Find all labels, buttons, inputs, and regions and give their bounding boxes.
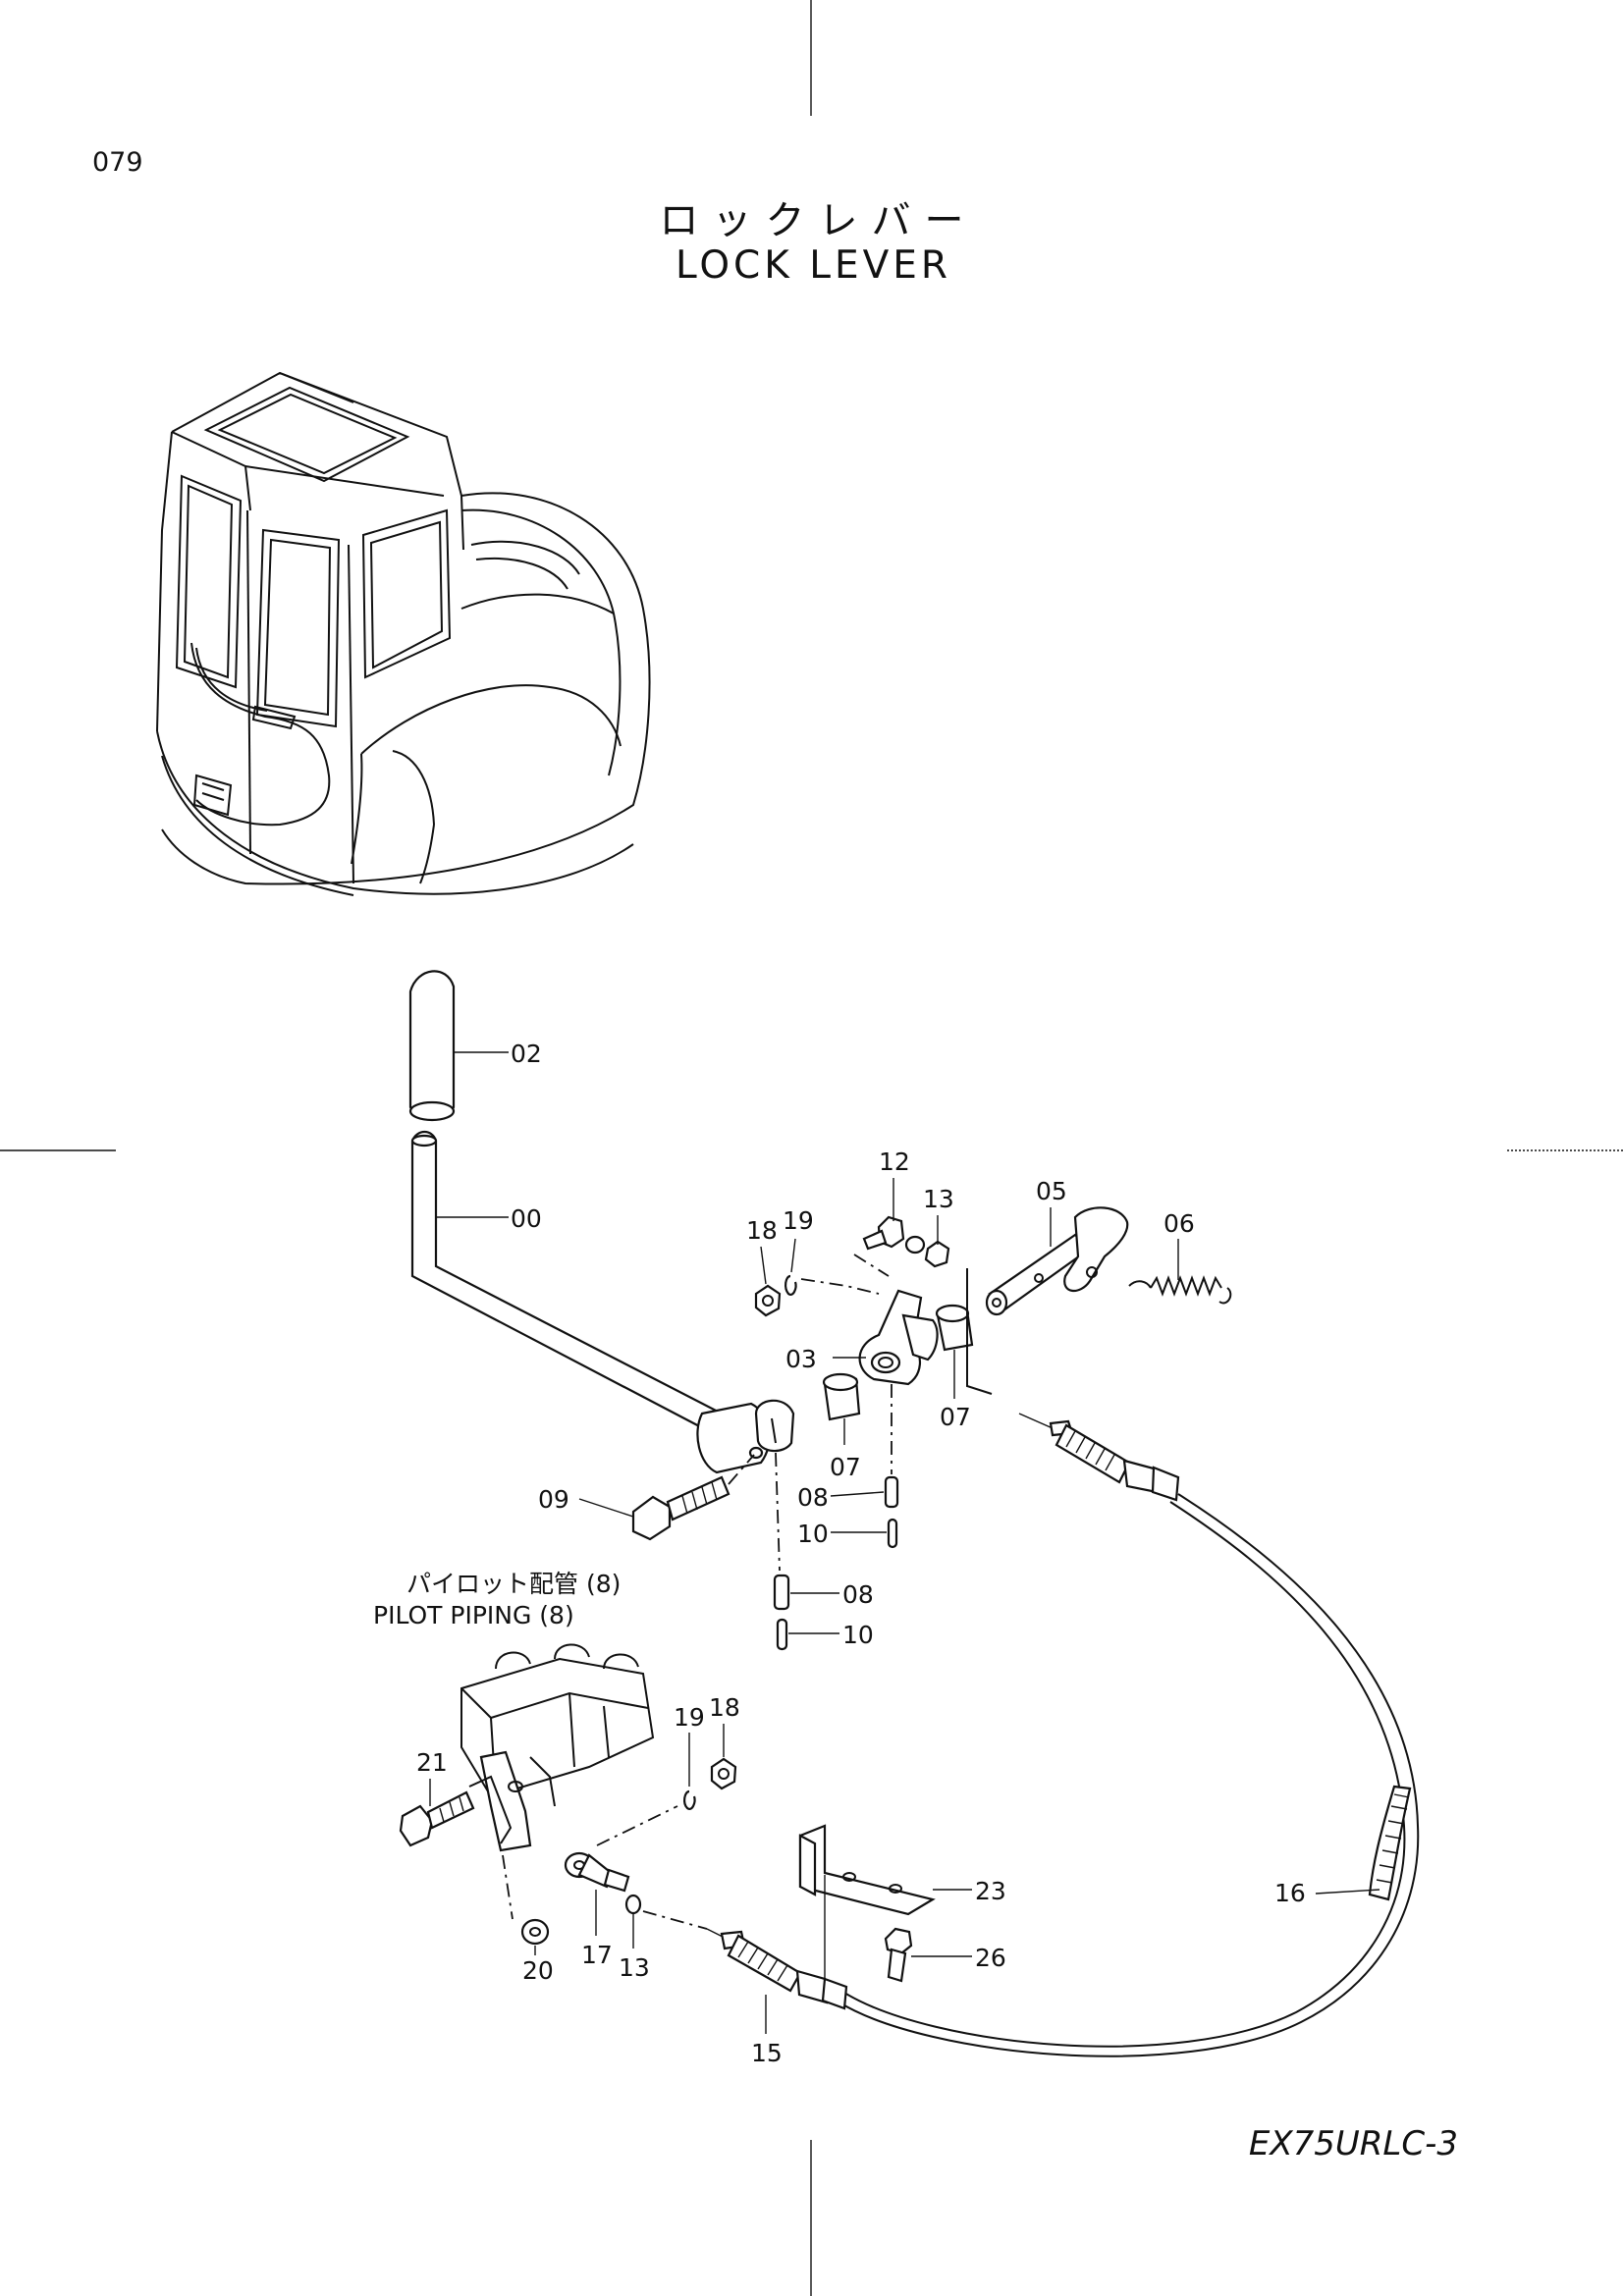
callout-19: 19 [783, 1206, 814, 1235]
callout-02: 02 [511, 1040, 542, 1068]
callout-10: 10 [842, 1621, 874, 1649]
callout-08: 08 [842, 1580, 874, 1609]
pin-08-upper [884, 1475, 899, 1509]
callout-18: 18 [709, 1693, 740, 1722]
callout-06: 06 [1163, 1209, 1195, 1238]
bushing-07-left [822, 1372, 861, 1421]
callout-numbers: 02 00 12 13 05 06 18 19 03 07 07 08 10 0… [416, 1040, 1306, 2067]
callout-10: 10 [797, 1520, 829, 1548]
excavator-overview-illustration [156, 371, 651, 896]
lock-lever-assembly [408, 970, 795, 1474]
callout-13: 13 [619, 1953, 650, 1982]
cable-end-15-upper [1018, 1413, 1180, 1502]
page-number: 079 [92, 147, 143, 178]
cable-end-15 [706, 1928, 848, 2010]
bracket-23 [798, 1824, 936, 1916]
pin-08-lower [773, 1574, 790, 1611]
plate-03 [858, 1289, 939, 1386]
spring-06 [1128, 1275, 1232, 1305]
pin-10-upper [887, 1518, 898, 1549]
callout-09: 09 [538, 1485, 569, 1514]
grip-02 [408, 970, 456, 1119]
washer-20 [520, 1918, 550, 1946]
pin-05 [985, 1206, 1129, 1316]
callout-18: 18 [746, 1216, 778, 1245]
callout-16: 16 [1274, 1879, 1306, 1907]
cable-16 [839, 1493, 1420, 2057]
subassembly-label-english: PILOT PIPING (8) [373, 1601, 574, 1629]
bushing-07-right [935, 1304, 974, 1352]
bolt-09 [631, 1454, 755, 1541]
callout-17: 17 [581, 1941, 613, 1969]
page-title-japanese: ロックレバー [659, 198, 978, 243]
nut-13-lower [624, 1894, 642, 1915]
bolt-21 [399, 1790, 475, 1847]
lever-00 [410, 1130, 724, 1431]
washer-19-lower [683, 1789, 696, 1810]
washer-upper [904, 1235, 926, 1255]
bolt-26 [884, 1927, 913, 1983]
callout-19: 19 [674, 1703, 705, 1732]
rod-end-17 [564, 1851, 630, 1893]
callout-12: 12 [879, 1148, 910, 1176]
pin-10-lower [776, 1618, 788, 1651]
callout-07: 07 [940, 1403, 971, 1431]
callout-05: 05 [1036, 1177, 1067, 1205]
leader-lines [429, 1051, 1380, 2034]
callout-20: 20 [522, 1956, 554, 1985]
callout-13: 13 [923, 1185, 954, 1213]
subassembly-label-japanese: パイロット配管 (8) [406, 1570, 621, 1598]
nut-18-lower [710, 1757, 737, 1790]
bolt-12 [862, 1215, 905, 1251]
callout-08: 08 [797, 1483, 829, 1512]
callout-00: 00 [511, 1204, 542, 1233]
nut-18-upper [754, 1284, 782, 1317]
callout-07: 07 [830, 1453, 861, 1481]
page-title-english: LOCK LEVER [675, 243, 952, 288]
model-code: EX75URLC-3 [1248, 2124, 1458, 2163]
nut-13-upper [924, 1240, 950, 1268]
callout-23: 23 [975, 1877, 1006, 1905]
callout-03: 03 [785, 1345, 817, 1373]
washer-19-upper [784, 1274, 797, 1296]
callout-21: 21 [416, 1748, 448, 1777]
subassembly-label: パイロット配管 (8) PILOT PIPING (8) [373, 1570, 621, 1629]
pilot-valve-illustration [460, 1643, 655, 1852]
callout-26: 26 [975, 1944, 1006, 1972]
callout-15: 15 [751, 2039, 783, 2067]
